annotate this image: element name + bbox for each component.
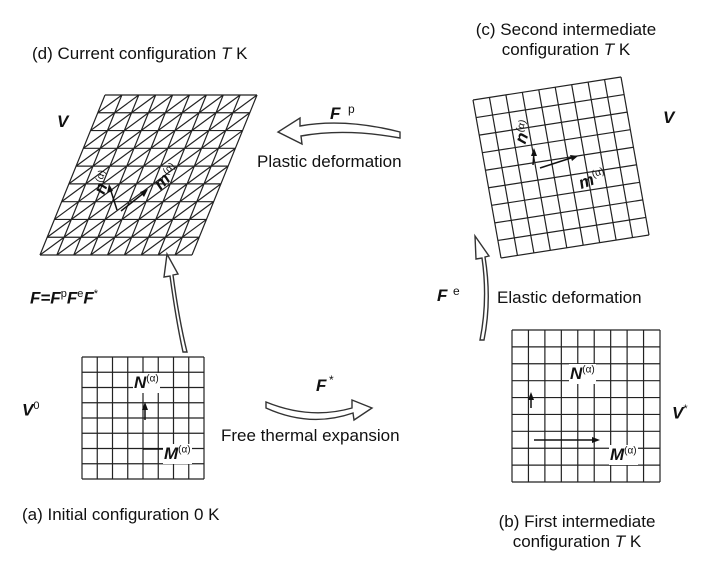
grid-current-diagonal-line (73, 130, 243, 256)
grid-current-diagonal-line (107, 165, 229, 256)
grid-current-line (123, 94, 191, 256)
thermal-expansion-arrow (265, 398, 374, 422)
grid-current-diagonal-line (97, 94, 123, 114)
volume-second-intermediate: V (663, 108, 675, 127)
total-deformation-arrow (163, 251, 188, 353)
grid-second-intermediate-line (603, 79, 634, 238)
grid-current-diagonal-line (54, 94, 224, 220)
label-elastic-deformation: Elastic deformation (497, 288, 642, 307)
grid-current-line (191, 94, 258, 256)
grid-second-intermediate-line (538, 89, 568, 248)
grid-current-diagonal-line (68, 94, 190, 185)
grid-second-intermediate-line (482, 129, 631, 154)
grid-current-diagonal-line (90, 147, 236, 256)
vectors-second-intermediate (531, 148, 578, 169)
grid-second-intermediate-line (571, 84, 601, 243)
grid-second-intermediate-line (479, 111, 628, 136)
grid-second-intermediate-line (505, 94, 535, 253)
grid-second-intermediate-line (488, 97, 519, 256)
vector-label-M-first: M(α) (609, 445, 638, 465)
grid-second-intermediate-line (554, 87, 584, 246)
grid-current (39, 94, 258, 256)
grid-second-intermediate-line (472, 76, 622, 101)
grid-current-diagonal-line (75, 94, 173, 167)
volume-initial: V0 (22, 400, 40, 420)
grid-second-intermediate-line (491, 181, 640, 206)
vector-label-N: N(α) (133, 373, 160, 393)
grid-second-intermediate-line (494, 199, 643, 224)
symbol-Fe: F e (437, 284, 460, 305)
grid-current-diagonal-line (39, 94, 258, 256)
grid-second-intermediate-line (472, 99, 502, 259)
grid-second-intermediate (472, 76, 650, 259)
grid-current-line (56, 94, 123, 256)
elastic-deformation-arrow (474, 233, 491, 341)
grid-second-intermediate-line (488, 164, 637, 189)
volume-first-intermediate: V* (672, 403, 688, 423)
grid-current-diagonal-line (124, 183, 222, 256)
symbol-Fp: F p (330, 102, 355, 123)
vector-label-N-first: N(α) (569, 364, 596, 384)
label-thermal-expansion: Free thermal expansion (221, 426, 400, 445)
grid-second-intermediate-line (500, 234, 650, 259)
grid-current-line (39, 94, 106, 256)
volume-current: V (57, 112, 69, 131)
grid-second-intermediate-line (497, 216, 646, 242)
label-plastic-deformation: Plastic deformation (257, 152, 402, 171)
label-second-intermediate: (c) Second intermediate configuration T … (475, 20, 657, 59)
grid-current-diagonal-line (174, 236, 200, 256)
vector-label-M: M(α) (163, 444, 192, 464)
grid-first-intermediate (511, 329, 661, 483)
grid-current-line (106, 94, 174, 256)
grid-current-diagonal-line (46, 94, 241, 238)
grid-second-intermediate-line (485, 146, 634, 171)
grid-second-intermediate-line (521, 92, 551, 251)
grid-current-diagonal-line (56, 112, 251, 256)
grid-current-diagonal-line (82, 94, 157, 149)
grid-current-diagonal-line (61, 94, 207, 203)
symbol-Fstar: F * (316, 373, 334, 395)
label-first-intermediate: (b) First intermediate configuration T K (498, 512, 656, 551)
grid-current-diagonal-line (140, 201, 215, 256)
grid-current-line (140, 94, 207, 256)
grid-current-diagonal-line (90, 94, 140, 132)
grid-current-line (90, 94, 157, 256)
grid-second-intermediate-line (476, 93, 625, 119)
grid-second-intermediate-line (587, 82, 617, 241)
vectors-current (107, 184, 148, 212)
grid-current-line (73, 94, 140, 256)
grid-current-diagonal-line (157, 218, 207, 256)
grid-current-line (157, 94, 224, 256)
vectors-first-intermediate (528, 392, 600, 443)
grid-second-intermediate-line (620, 76, 650, 236)
plastic-deformation-arrow (276, 116, 401, 146)
label-current-configuration: (d) Current configuration T K (32, 44, 248, 63)
symbol-total-deformation-gradient: F=FpFeF* (30, 288, 99, 308)
grid-current-line (174, 94, 241, 256)
label-initial-configuration: (a) Initial configuration 0 K (22, 505, 220, 524)
